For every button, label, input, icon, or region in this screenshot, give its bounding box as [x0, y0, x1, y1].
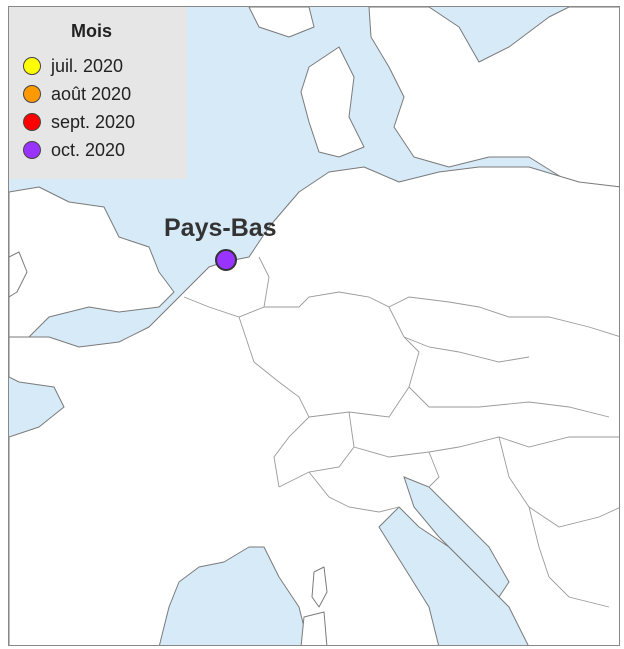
great-britain-landmass: [9, 186, 175, 338]
legend-item-jul: juil. 2020: [23, 52, 187, 80]
legend-label: sept. 2020: [51, 111, 136, 132]
legend-label: oct. 2020: [51, 139, 126, 160]
europe-map[interactable]: [9, 7, 620, 646]
corsica-island: [311, 566, 328, 608]
legend-item-oct: oct. 2020: [23, 136, 187, 164]
legend-label: août 2020: [51, 83, 132, 104]
scandinavia-landmass: [368, 7, 619, 188]
denmark-landmass: [300, 46, 365, 158]
ireland-landmass: [9, 251, 28, 298]
legend-swatch-circle-icon: [23, 57, 41, 75]
legend-swatch-circle-icon: [23, 113, 41, 131]
borders: [183, 256, 619, 608]
norway-landmass: [248, 7, 315, 38]
legend-swatch-circle-icon: [23, 85, 41, 103]
legend-item-aug: août 2020: [23, 80, 187, 108]
legend: Mois juil. 2020 août 2020 sept. 2020 oct…: [9, 7, 187, 179]
legend-item-sep: sept. 2020: [23, 108, 187, 136]
adriatic-sea: [403, 476, 510, 598]
legend-label: juil. 2020: [51, 55, 124, 76]
legend-swatch-circle-icon: [23, 141, 41, 159]
netherlands-marker[interactable]: [215, 249, 237, 271]
sardinia-island: [300, 611, 328, 645]
map-frame: Mois juil. 2020 août 2020 sept. 2020 oct…: [8, 6, 620, 646]
place-label-netherlands: Pays-Bas: [164, 214, 277, 242]
legend-title: Mois: [71, 21, 113, 41]
